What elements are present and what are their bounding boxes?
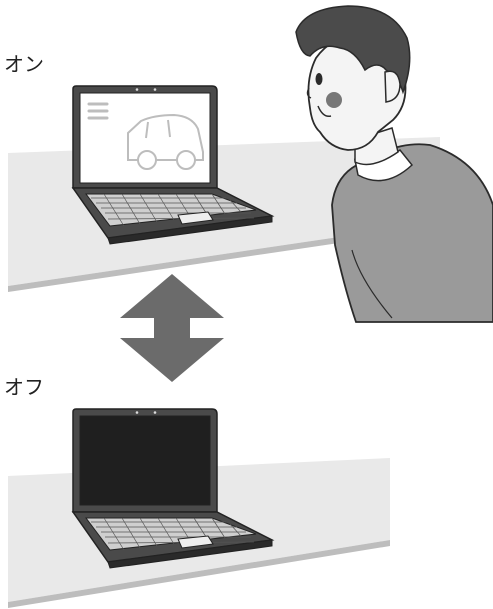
sweater [332, 144, 493, 322]
screen-off [80, 416, 210, 505]
eye [316, 73, 323, 85]
double-headed-vertical-arrow [120, 274, 224, 382]
cheek [326, 92, 342, 108]
